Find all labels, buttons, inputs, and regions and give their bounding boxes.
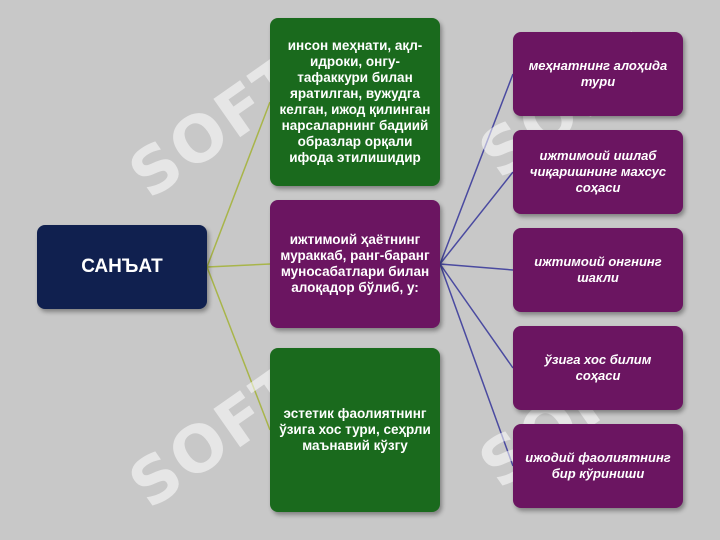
- right-node-knowledge-field: ўзига хос билим соҳаси: [513, 326, 683, 410]
- connector-root-to-aesthetic-activity: [206, 266, 271, 431]
- connector-social-to-right-4: [439, 263, 514, 369]
- right-node-production-field: ижтимоий ишлаб чиқаришнинг махсус соҳаси: [513, 130, 683, 214]
- connector-root-to-definition: [206, 101, 271, 268]
- right-node-consciousness-form: ижтимоий онгнинг шакли: [513, 228, 683, 312]
- right-node-creative-activity: ижодий фаолиятнинг бир кўриниши: [513, 424, 683, 508]
- connector-root-to-social-relations: [206, 263, 271, 268]
- root-node-sanat: САНЪАТ: [37, 225, 207, 309]
- connector-social-to-right-3: [439, 263, 514, 271]
- right-node-labor-type: меҳнатнинг алоҳида тури: [513, 32, 683, 116]
- connector-social-to-right-2: [439, 171, 514, 265]
- middle-node-aesthetic-activity: эстетик фаолиятнинг ўзига хос тури, сеҳр…: [270, 348, 440, 512]
- connector-social-to-right-5: [439, 263, 514, 467]
- middle-node-social-relations: ижтимоий ҳаётнинг мураккаб, ранг-баранг …: [270, 200, 440, 328]
- middle-node-definition: инсон меҳнати, ақл-идроки, онгу-тафаккур…: [270, 18, 440, 186]
- connector-social-to-right-1: [439, 73, 514, 265]
